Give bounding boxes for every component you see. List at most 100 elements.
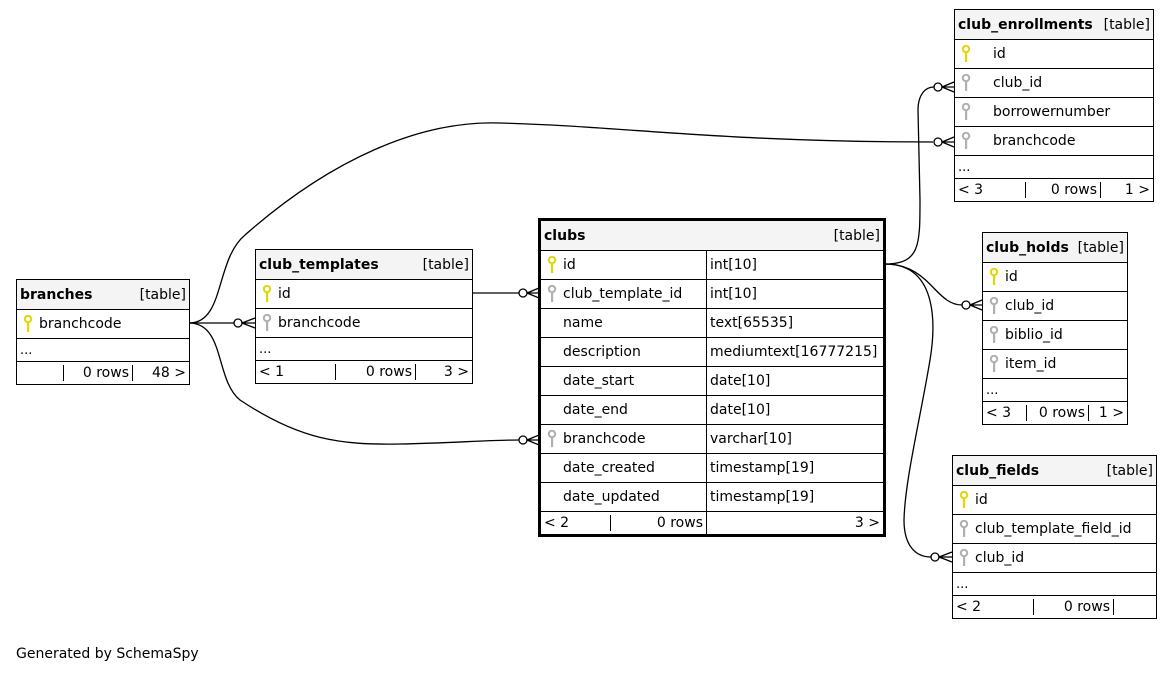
edge-clubs-club-holds — [884, 263, 963, 306]
column-row[interactable]: id — [982, 262, 1128, 292]
column-row[interactable]: date_start date[10] — [539, 366, 885, 396]
column-row[interactable]: biblio_id — [982, 320, 1128, 350]
children-count[interactable]: 3 > — [706, 511, 885, 536]
row-count: 0 rows — [1027, 405, 1089, 421]
column-row[interactable]: item_id — [982, 349, 1128, 379]
column-name: id — [563, 257, 576, 273]
column-name: date_start — [563, 373, 635, 389]
column-name: name — [563, 315, 603, 331]
column-row[interactable]: description mediumtext[16777215] — [539, 337, 885, 367]
column-name: date_end — [563, 402, 628, 418]
column-row[interactable]: borrowernumber — [954, 97, 1154, 127]
no-key-spacer — [547, 372, 557, 390]
parents-count[interactable]: < 3 — [983, 405, 1027, 421]
foreign-key-icon — [989, 297, 999, 315]
primary-key-icon — [23, 315, 33, 333]
crows-foot-icon — [233, 317, 256, 329]
children-count[interactable] — [1114, 599, 1156, 615]
primary-key-icon — [547, 256, 557, 274]
ellipsis-row: ... — [952, 572, 1157, 596]
column-row[interactable]: club_template_field_id — [952, 514, 1157, 544]
table-branches[interactable]: branches [table] branchcode ... 0 rows 4… — [16, 279, 190, 385]
no-key-spacer — [547, 401, 557, 419]
parents-count[interactable]: < 3 — [955, 182, 1026, 198]
no-key-spacer — [547, 314, 557, 332]
column-row[interactable]: date_end date[10] — [539, 395, 885, 425]
crows-foot-icon — [933, 136, 955, 148]
row-count: 0 rows — [1034, 599, 1114, 615]
crows-foot-icon — [930, 551, 953, 563]
children-count[interactable]: 1 > — [1098, 405, 1124, 421]
row-count: 0 rows — [64, 365, 133, 381]
column-name: description — [563, 344, 641, 360]
row-count: 0 rows — [1026, 182, 1101, 198]
primary-key-icon — [989, 268, 999, 286]
generated-by-note: Generated by SchemaSpy — [16, 646, 199, 662]
ellipsis-row: ... — [255, 337, 473, 361]
column-name: id — [1005, 269, 1018, 285]
column-row[interactable]: branchcode — [16, 309, 190, 339]
column-row[interactable]: branchcode — [954, 126, 1154, 156]
crows-foot-icon — [933, 81, 955, 93]
column-name: branchcode — [278, 315, 361, 331]
column-datatype: text[65535] — [706, 308, 885, 338]
parents-count[interactable]: < 1 — [256, 364, 336, 380]
parents-count[interactable]: < 2 — [541, 515, 611, 531]
column-datatype: mediumtext[16777215] — [706, 337, 885, 367]
ellipsis-row: ... — [954, 155, 1154, 179]
column-row[interactable]: branchcode — [255, 308, 473, 338]
table-name: club_templates — [259, 256, 379, 273]
foreign-key-icon — [961, 103, 971, 121]
ellipsis-row: ... — [16, 338, 190, 362]
column-name: id — [993, 46, 1006, 62]
table-type: [table] — [1106, 462, 1153, 479]
foreign-key-icon — [989, 355, 999, 373]
children-count[interactable]: 3 > — [443, 364, 469, 380]
foreign-key-icon — [989, 326, 999, 344]
column-datatype: timestamp[19] — [706, 453, 885, 483]
column-row[interactable]: club_id — [952, 543, 1157, 573]
column-datatype: varchar[10] — [706, 424, 885, 454]
foreign-key-icon — [959, 520, 969, 538]
crows-foot-icon — [518, 287, 540, 299]
column-row[interactable]: date_created timestamp[19] — [539, 453, 885, 483]
column-datatype: int[10] — [706, 279, 885, 309]
row-count: 0 rows — [336, 364, 416, 380]
children-count[interactable]: 1 > — [1124, 182, 1150, 198]
foreign-key-icon — [262, 314, 272, 332]
children-count[interactable]: 48 > — [152, 365, 186, 381]
column-row[interactable]: id — [255, 279, 473, 309]
column-datatype: date[10] — [706, 395, 885, 425]
column-row[interactable]: name text[65535] — [539, 308, 885, 338]
column-name: date_created — [563, 460, 655, 476]
column-name: branchcode — [39, 316, 122, 332]
column-row[interactable]: club_id — [954, 68, 1154, 98]
no-key-spacer — [547, 343, 557, 361]
column-datatype: int[10] — [706, 250, 885, 280]
column-row[interactable]: id — [954, 39, 1154, 69]
column-name: id — [278, 286, 291, 302]
parents-count — [17, 365, 64, 381]
table-type: [table] — [139, 286, 186, 303]
column-name: club_template_field_id — [975, 521, 1132, 537]
column-row[interactable]: id — [952, 485, 1157, 515]
column-row[interactable]: id int[10] — [539, 250, 885, 280]
foreign-key-icon — [959, 549, 969, 567]
column-datatype: date[10] — [706, 366, 885, 396]
column-name: date_updated — [563, 489, 660, 505]
no-key-spacer — [547, 459, 557, 477]
primary-key-icon — [959, 491, 969, 509]
table-type: [table] — [422, 256, 469, 273]
crows-foot-icon — [518, 434, 540, 446]
column-row[interactable]: club_id — [982, 291, 1128, 321]
edge-clubs-club-enrollments — [884, 86, 935, 265]
parents-count[interactable]: < 2 — [953, 599, 1034, 615]
